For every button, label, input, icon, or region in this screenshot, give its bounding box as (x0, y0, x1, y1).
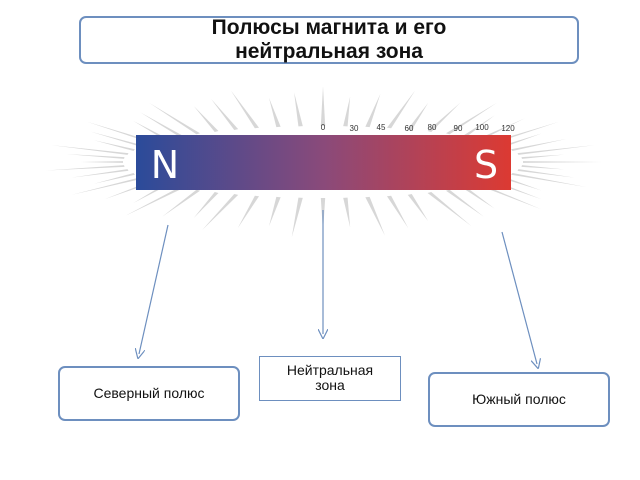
field-ray (462, 186, 495, 209)
field-ray (365, 93, 381, 128)
field-ray (477, 118, 525, 141)
field-ray (445, 102, 497, 135)
diagram-title: Полюсы магнита и его нейтральная зона (211, 16, 447, 63)
field-ray (71, 169, 129, 178)
field-ray (427, 102, 461, 132)
field-ray (386, 90, 416, 129)
field-ray (523, 161, 602, 163)
scale-marks: 0 30 45 60 80 90 100 120 (321, 123, 515, 133)
field-ray (269, 196, 281, 227)
south-pole-letter: S (474, 143, 498, 187)
field-ray (521, 154, 564, 159)
field-ray (237, 195, 260, 229)
field-ray (269, 97, 281, 128)
field-ray (365, 196, 386, 236)
neutral-zone-label: Нейтральная зона (286, 362, 374, 393)
scale-mark: 100 (475, 123, 489, 132)
field-ray (211, 98, 239, 130)
field-ray (193, 192, 219, 218)
scale-mark: 45 (377, 123, 386, 132)
field-ray (90, 131, 144, 148)
field-ray (517, 169, 575, 178)
south-pole-label: Южный полюс (472, 391, 566, 407)
field-ray (343, 96, 351, 127)
north-pole-label: Северный полюс (93, 385, 205, 401)
field-ray (291, 197, 303, 238)
field-ray (511, 138, 567, 151)
field-ray (462, 115, 495, 138)
magnet-bar (136, 135, 511, 190)
north-arrow (139, 224, 169, 354)
scale-mark: 80 (428, 123, 437, 132)
field-ray (386, 195, 409, 229)
field-ray (407, 102, 429, 130)
field-ray (80, 161, 123, 163)
field-ray (502, 176, 542, 191)
neutral-zone-box: Нейтральная зона (259, 356, 401, 401)
field-ray (51, 145, 129, 155)
scale-mark: 30 (350, 124, 359, 133)
field-ray (230, 90, 260, 129)
field-ray (427, 192, 472, 227)
field-ray (517, 145, 595, 155)
field-ray (294, 92, 303, 127)
scale-mark: 60 (405, 124, 414, 133)
field-ray (521, 165, 564, 170)
field-ray (46, 165, 125, 171)
field-ray (477, 183, 541, 210)
north-pole-letter: N (151, 143, 179, 187)
north-pole-box: Северный полюс (58, 366, 240, 421)
scale-mark: 0 (321, 123, 326, 132)
field-ray (193, 106, 219, 132)
title-box: Полюсы магнита и его нейтральная зона (79, 16, 579, 64)
field-ray (71, 176, 144, 195)
field-ray (149, 102, 201, 135)
field-ray (511, 173, 587, 187)
field-ray (94, 140, 135, 151)
scale-mark: 90 (454, 124, 463, 133)
field-ray (162, 189, 201, 217)
field-ray (320, 86, 326, 126)
field-ray (140, 112, 184, 138)
field-ray (343, 197, 351, 228)
magnetic-field-rays (46, 86, 602, 238)
field-ray (202, 194, 239, 231)
south-pole-box: Южный полюс (428, 372, 610, 427)
field-ray (125, 186, 184, 216)
field-ray (94, 173, 135, 184)
field-ray (445, 189, 484, 217)
field-ray (407, 194, 429, 222)
scale-mark: 120 (501, 124, 515, 133)
field-ray (66, 154, 125, 159)
south-arrow (501, 231, 537, 364)
field-ray (502, 133, 542, 148)
